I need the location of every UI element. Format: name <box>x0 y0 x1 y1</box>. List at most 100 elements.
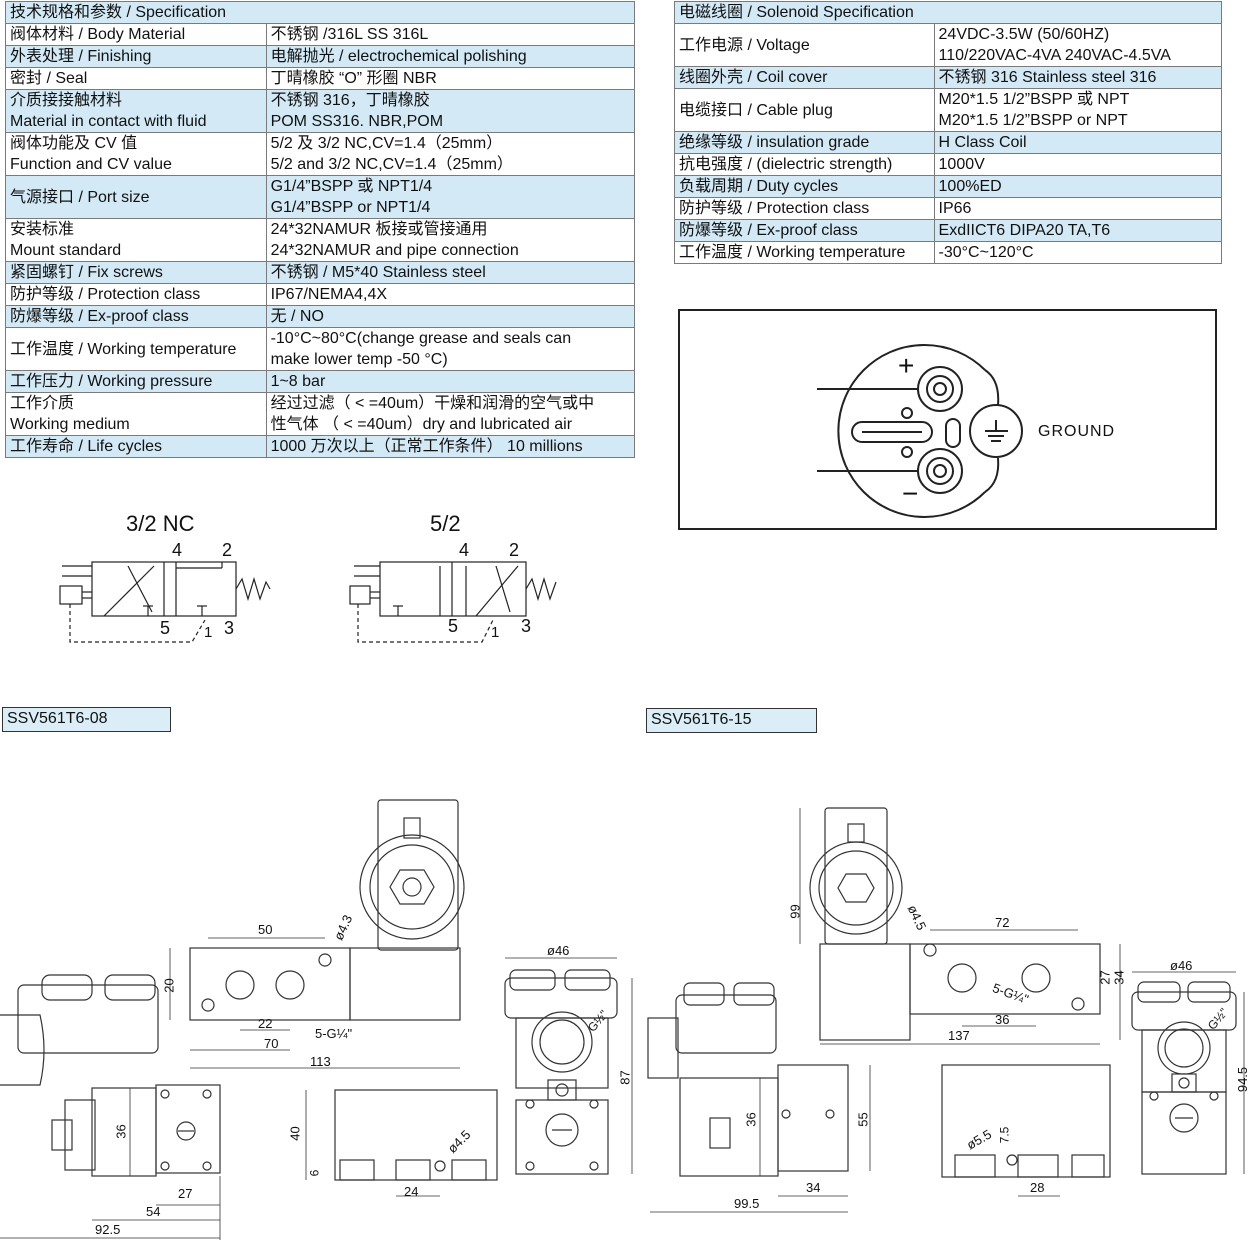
dim-70: 70 <box>264 1036 279 1051</box>
spec-row-label: 防护等级 / Protection class <box>5 283 267 306</box>
spec-row-value: 1~8 bar <box>265 370 636 393</box>
port-1-label-52: 1 <box>491 624 500 641</box>
port-1-label: 1 <box>204 624 213 641</box>
dim-dia-46: ø46 <box>547 943 570 958</box>
spec-row-label: 外表处理 / Finishing <box>5 45 267 68</box>
spec-row-label: 介质接接触材料 Material in contact with fluid <box>5 89 267 133</box>
solenoid-row-value: M20*1.5 1/2”BSPP 或 NPT M20*1.5 1/2”BSPP … <box>933 88 1223 132</box>
solenoid-row-value: H Class Coil <box>933 131 1223 154</box>
spec-row-label: 气源接口 / Port size <box>5 175 267 219</box>
dim-dia-46-15: ø46 <box>1170 958 1193 973</box>
dim-g12-15: G½" <box>1204 1005 1231 1033</box>
spec-row-label: 安装标准 Mount standard <box>5 218 267 262</box>
dim-27: 27 <box>178 1186 193 1201</box>
dim-dia-4-5: ø4.5 <box>444 1126 474 1157</box>
dim-28: 28 <box>1030 1180 1045 1195</box>
solenoid-row-label: 工作电源 / Voltage <box>674 23 935 67</box>
spec-row-value: -10°C~80°C(change grease and seals can m… <box>265 327 636 371</box>
dim-99: 99 <box>787 904 803 919</box>
dim-22: 22 <box>258 1016 273 1031</box>
solenoid-row-label: 线圈外壳 / Coil cover <box>674 66 935 89</box>
dim-40: 40 <box>287 1126 303 1141</box>
dim-99-5: 99.5 <box>734 1196 760 1211</box>
solenoid-row-label: 绝缘等级 / insulation grade <box>674 131 935 154</box>
dim-94-5: 94.5 <box>1235 1066 1251 1093</box>
solenoid-row-value: 不锈钢 316 Stainless steel 316 <box>933 66 1223 89</box>
dim-55: 55 <box>855 1112 871 1127</box>
spec-row-value: 24*32NAMUR 板接或管接通用 24*32NAMUR and pipe c… <box>265 218 636 262</box>
symbol-5-2-title: 5/2 <box>430 511 461 536</box>
dim-24: 24 <box>404 1184 419 1199</box>
spec-row-label: 防爆等级 / Ex-proof class <box>5 305 267 328</box>
spec-row-value: IP67/NEMA4,4X <box>265 283 636 306</box>
port-2-label: 2 <box>222 540 233 560</box>
spec-row-label: 紧固螺钉 / Fix screws <box>5 261 267 284</box>
dim-36: 36 <box>113 1124 129 1139</box>
dim-34b-15: 34 <box>806 1180 821 1195</box>
port-3-label-52: 3 <box>521 616 532 636</box>
dim-50: 50 <box>258 922 273 937</box>
dim-7-5: 7.5 <box>997 1126 1012 1144</box>
spec-row-value: 不锈钢 /316L SS 316L <box>265 23 636 46</box>
dim-5-g14-15: 5-G¼" <box>990 980 1031 1007</box>
model-tag-08: SSV561T6-08 <box>2 707 171 732</box>
dim-36b-15: 36 <box>743 1112 759 1127</box>
port-3-label: 3 <box>224 618 235 638</box>
dim-113: 113 <box>310 1054 331 1069</box>
ground-label: GROUND <box>1038 423 1116 440</box>
spec-row-value: 电解抛光 / electrochemical polishing <box>265 45 636 68</box>
solenoid-row-label: 工作温度 / Working temperature <box>674 241 935 264</box>
dim-g12: G½" <box>584 1007 611 1035</box>
table-row: 工作温度 / Working temperature-10°C~80°C(cha… <box>5 327 636 371</box>
spec-row-label: 工作介质 Working medium <box>5 392 267 436</box>
solenoid-header: 电磁线圈 / Solenoid Specification <box>674 1 1222 24</box>
table-row: 抗电强度 / (dielectric strength)1000V <box>674 153 1223 176</box>
dim-92-5: 92.5 <box>95 1222 121 1237</box>
spec-row-value: 5/2 及 3/2 NC,CV=1.4（25mm） 5/2 and 3/2 NC… <box>265 132 636 176</box>
dim-dia-4-3: ø4.3 <box>330 912 356 943</box>
spec-row-value: 不锈钢 / M5*40 Stainless steel <box>265 261 636 284</box>
symbol-3-2-nc-title: 3/2 NC <box>126 511 195 536</box>
solenoid-row-value: IP66 <box>933 197 1223 220</box>
solenoid-row-label: 负载周期 / Duty cycles <box>674 175 935 198</box>
spec-row-value: 经过过滤（ < =40um）干燥和润滑的空气或中 性气体 （ < =40um）d… <box>265 392 636 436</box>
port-2-label-52: 2 <box>509 540 520 560</box>
port-5-label: 5 <box>160 618 171 638</box>
spec-row-label: 工作寿命 / Life cycles <box>5 435 267 458</box>
solenoid-row-value: 1000V <box>933 153 1223 176</box>
solenoid-row-value: 100%ED <box>933 175 1223 198</box>
dim-54: 54 <box>146 1204 161 1219</box>
solenoid-row-value: -30°C~120°C <box>933 241 1223 264</box>
spec-row-value: 不锈钢 316，丁晴橡胶 POM SS316. NBR,POM <box>265 89 636 133</box>
dim-87: 87 <box>617 1070 633 1085</box>
model-tag-15: SSV561T6-15 <box>646 708 817 733</box>
spec-row-value: 丁晴橡胶 “O” 形圈 NBR <box>265 67 636 90</box>
dim-dia-4-5-15: ø4.5 <box>904 902 930 933</box>
spec-row-label: 密封 / Seal <box>5 67 267 90</box>
port-4-label-52: 4 <box>459 540 470 560</box>
solenoid-row-value: 24VDC-3.5W (50/60HZ) 110/220VAC-4VA 240V… <box>933 23 1223 67</box>
dim-27-15: 27 <box>1097 970 1113 985</box>
spec-row-value: 无 / NO <box>265 305 636 328</box>
solenoid-row-label: 抗电强度 / (dielectric strength) <box>674 153 935 176</box>
table-row: 工作温度 / Working temperature-30°C~120°C <box>674 241 1223 264</box>
spec-row-value: G1/4”BSPP 或 NPT1/4 G1/4”BSPP or NPT1/4 <box>265 175 636 219</box>
